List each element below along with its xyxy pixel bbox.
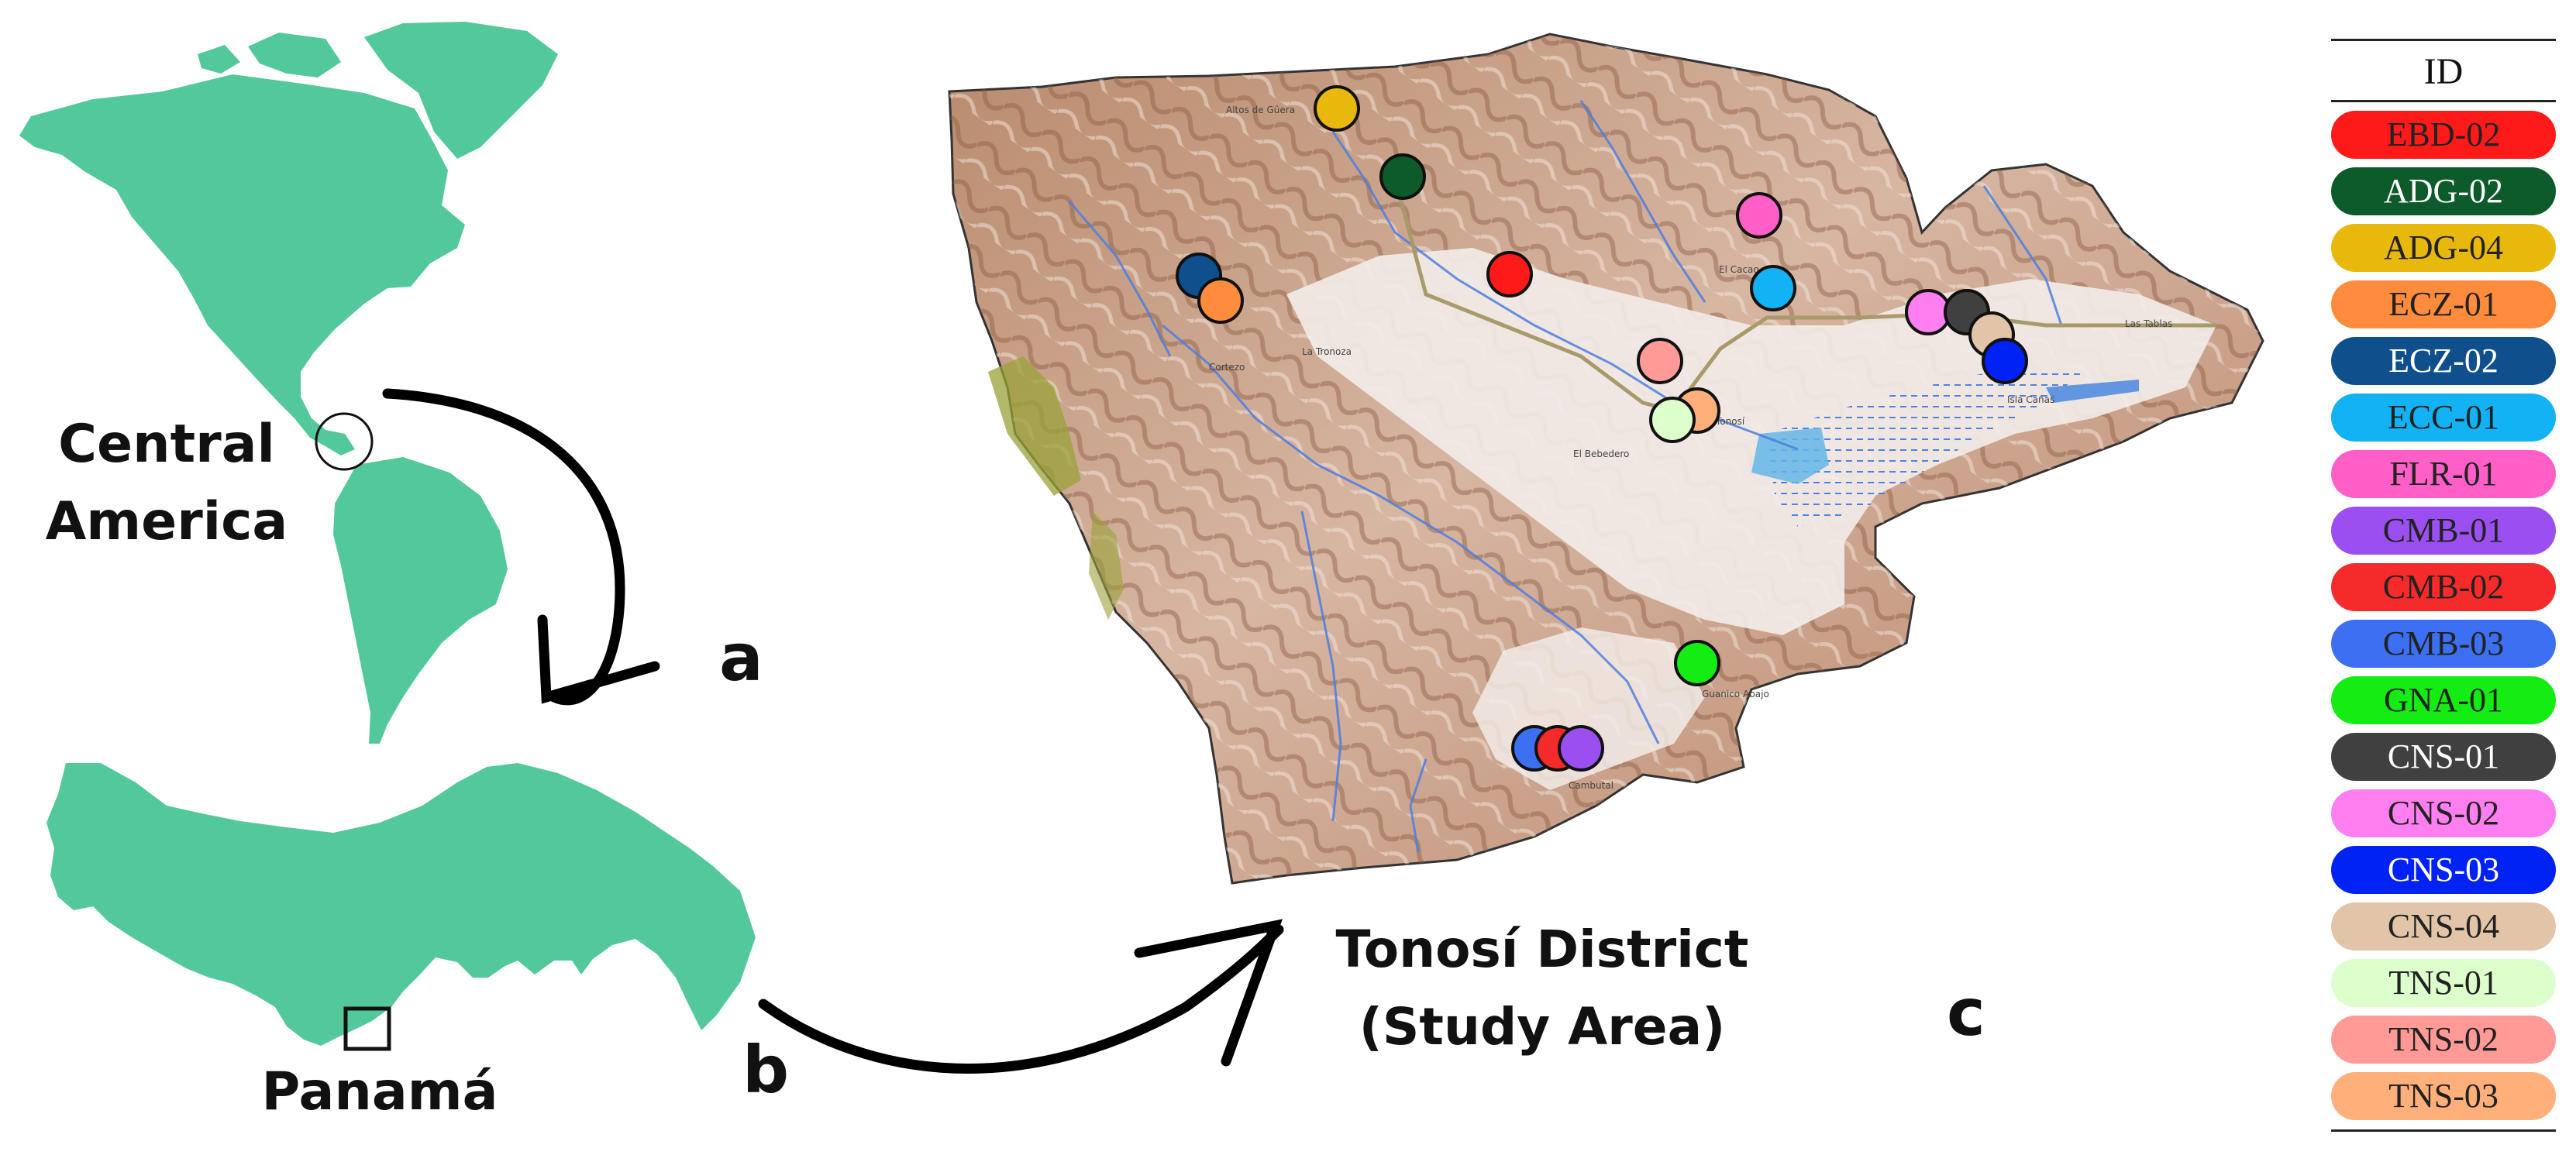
place-name: Tonosí: [1715, 416, 1745, 427]
place-name: Guanico Abajo: [1702, 689, 1769, 700]
place-name: Cambutal: [1569, 780, 1613, 791]
sample-site-markers: [1176, 85, 2028, 772]
study-area-label: Tonosí District (Study Area): [1335, 920, 1749, 1057]
legend-header: ID: [2423, 51, 2464, 92]
panel-letter-b: b: [742, 1032, 790, 1108]
legend-item-tns-01: TNS-01: [2331, 959, 2556, 1007]
legend-item-cns-04: CNS-04: [2331, 902, 2556, 950]
site-marker-tns-02: [1637, 338, 1683, 384]
place-name: El Bebedero: [1573, 449, 1629, 459]
place-name: Las Tablas: [2125, 318, 2172, 329]
legend-top-rule: [2331, 39, 2556, 41]
place-name: Altos de Güera: [1226, 105, 1295, 115]
legend-item-cns-03: CNS-03: [2331, 846, 2556, 894]
central-america-circle: [315, 412, 374, 471]
place-name: Isla Cañas: [2007, 394, 2054, 405]
site-marker-ecc-01: [1750, 265, 1796, 311]
americas-map: [19, 22, 558, 744]
legend-item-ecc-01: ECC-01: [2331, 394, 2556, 442]
panama-map: [46, 763, 756, 1046]
legend-item-tns-02: TNS-02: [2331, 1016, 2556, 1064]
site-marker-flr-01: [1736, 192, 1782, 239]
site-marker-cns-02: [1905, 289, 1951, 335]
central-america-label: Central America: [45, 414, 288, 552]
site-marker-gna-01: [1674, 640, 1720, 686]
legend-item-cmb-01: CMB-01: [2331, 507, 2556, 555]
legend-header-rule: [2331, 100, 2556, 102]
panama-label: Panamá: [261, 1061, 498, 1122]
site-marker-ebd-02: [1486, 251, 1533, 297]
study-area-box: [343, 1006, 391, 1051]
site-marker-ecz-01: [1197, 277, 1244, 324]
legend-item-cns-01: CNS-01: [2331, 733, 2556, 781]
arrow-b: [758, 919, 1284, 1074]
legend-item-ebd-02: EBD-02: [2331, 111, 2556, 159]
legend-bottom-rule: [2331, 1129, 2556, 1132]
arrow-a: [382, 388, 660, 706]
site-marker-adg-02: [1379, 153, 1426, 200]
place-name: Cortezo: [1209, 362, 1245, 373]
legend-item-adg-04: ADG-04: [2331, 224, 2556, 272]
legend-item-flr-01: FLR-01: [2331, 450, 2556, 498]
legend-item-cmb-02: CMB-02: [2331, 563, 2556, 611]
place-name: La Tronoza: [1302, 346, 1352, 357]
site-marker-tns-01: [1649, 397, 1696, 443]
panel-letter-c: c: [1947, 975, 1985, 1050]
site-marker-cmb-01: [1558, 725, 1604, 772]
legend-item-cns-02: CNS-02: [2331, 789, 2556, 837]
legend-item-ecz-01: ECZ-01: [2331, 280, 2556, 328]
legend-item-gna-01: GNA-01: [2331, 676, 2556, 724]
site-marker-cns-03: [1982, 338, 2028, 384]
place-name: El Cacao: [1719, 264, 1759, 275]
legend-item-adg-02: ADG-02: [2331, 167, 2556, 215]
site-marker-adg-04: [1314, 85, 1360, 132]
panel-letter-a: a: [719, 620, 763, 696]
legend-item-ecz-02: ECZ-02: [2331, 337, 2556, 385]
tonosi-relief-map: Altos de Güera El Cacao La Tronoza Corte…: [948, 33, 2264, 885]
legend-item-tns-03: TNS-03: [2331, 1072, 2556, 1120]
legend-item-cmb-03: CMB-03: [2331, 620, 2556, 668]
